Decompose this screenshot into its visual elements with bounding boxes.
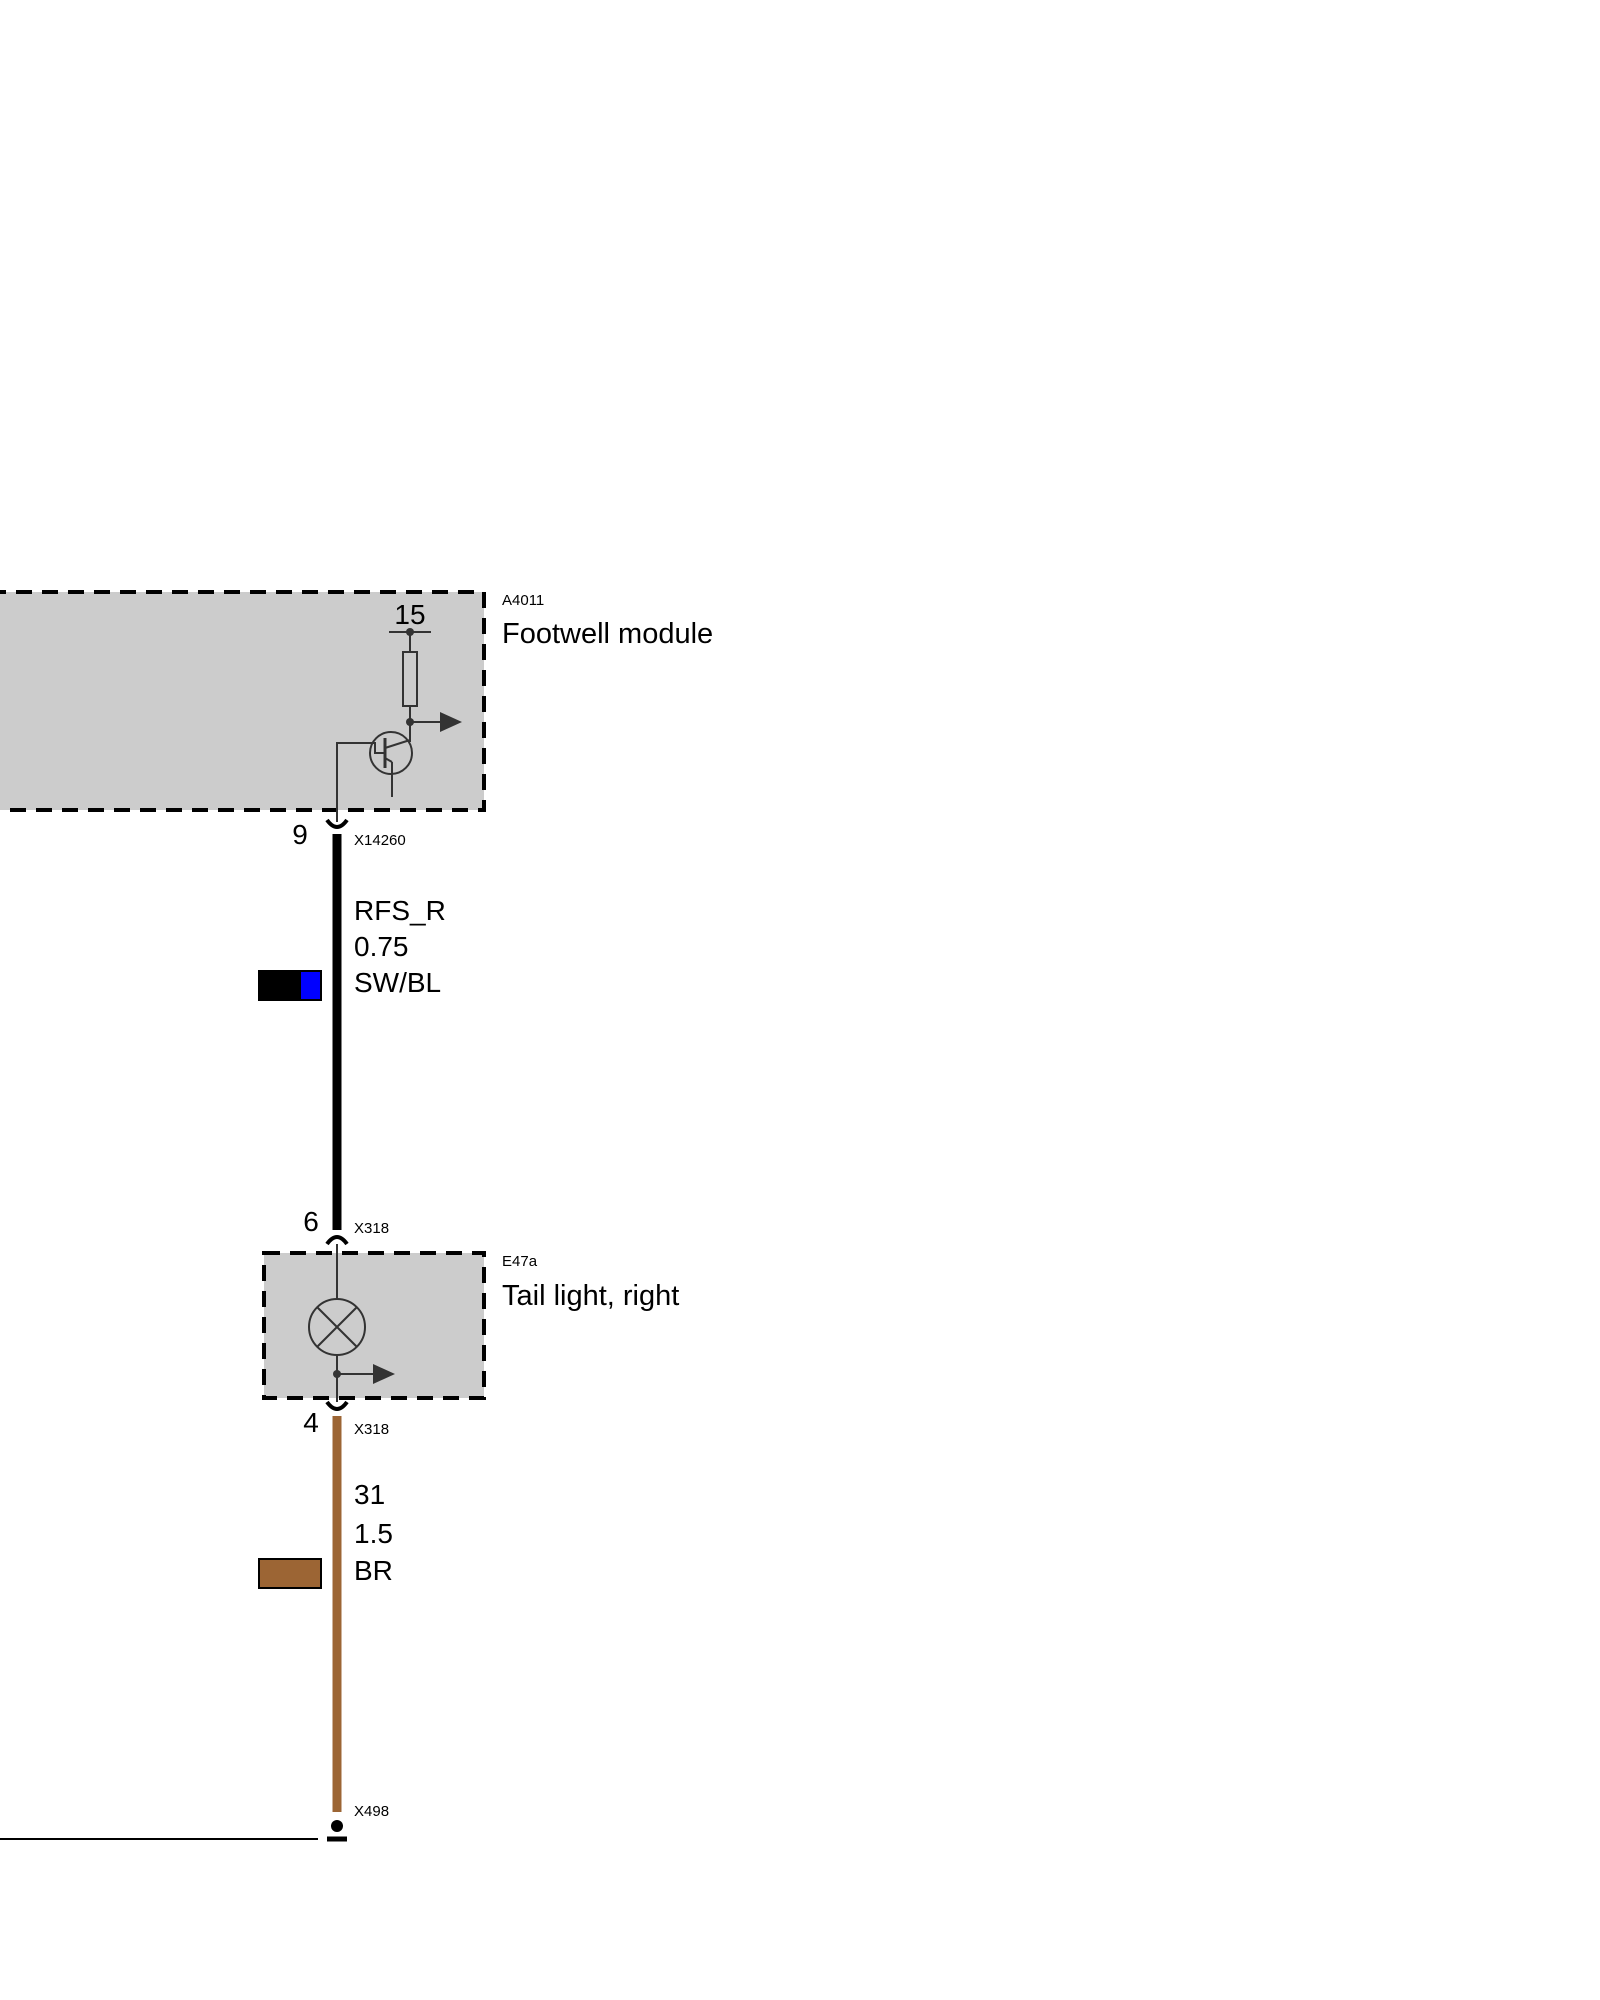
ground-point-x498-id: X498 — [354, 1803, 389, 1820]
wire-rfs-r-color-code: SW/BL — [354, 967, 441, 998]
tail-light-code: E47a — [502, 1253, 538, 1270]
output-arrow-icon — [440, 712, 462, 732]
wire-31-color-code: BR — [354, 1555, 393, 1586]
connector-x318-out-pin: 4 — [303, 1407, 319, 1438]
wire-rfs-r-name: RFS_R — [354, 895, 446, 926]
wire-31-color-swatch — [258, 1558, 322, 1589]
connector-x14260-pin: 9 — [292, 819, 308, 850]
footwell-module[interactable]: 15 — [0, 590, 486, 822]
connector-x318-out-socket — [325, 1400, 349, 1411]
connector-x14260-id: X14260 — [354, 832, 406, 849]
transistor-emitter — [384, 757, 393, 763]
transistor-base-lead — [336, 742, 385, 822]
terminal-15-label: 15 — [394, 599, 425, 630]
wire-31-name: 31 — [354, 1479, 385, 1510]
lamp-output-arrow-icon — [373, 1364, 395, 1384]
lamp-cross-b — [316, 1306, 358, 1348]
tail-light-name: Tail light, right — [502, 1280, 679, 1312]
transistor-collector — [384, 739, 411, 749]
footwell-module-name: Footwell module — [502, 618, 713, 650]
connector-x318-in-socket — [325, 1235, 349, 1246]
footwell-module-code: A4011 — [502, 592, 544, 609]
ground-point-x498[interactable] — [331, 1820, 343, 1832]
wire-rfs-r-gauge: 0.75 — [354, 931, 409, 962]
connector-x14260-socket — [325, 818, 349, 829]
connector-x318-out-id: X318 — [354, 1421, 389, 1438]
wire-rfs-r-color-swatch — [258, 970, 322, 1001]
connector-x318-in-id: X318 — [354, 1220, 389, 1237]
tail-light-module[interactable] — [262, 1244, 486, 1402]
connector-x318-in-pin: 6 — [303, 1206, 319, 1237]
wire-31-gauge: 1.5 — [354, 1518, 393, 1549]
